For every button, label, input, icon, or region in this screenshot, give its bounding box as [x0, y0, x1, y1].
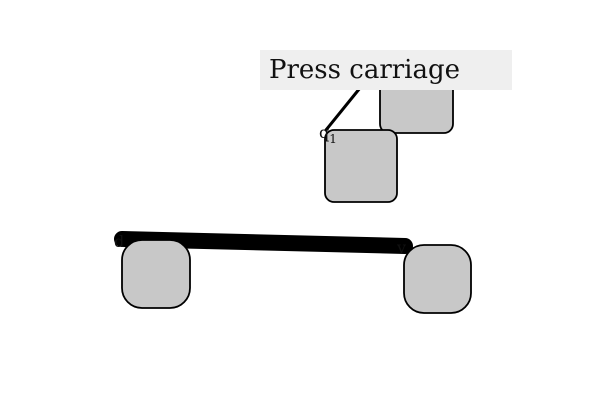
label-d: d — [114, 232, 124, 251]
edge-q1-to-caption — [324, 86, 362, 132]
caption-text: Press carriage — [269, 55, 461, 85]
node-v — [403, 244, 472, 314]
node-d — [121, 239, 191, 309]
label-v: v — [396, 238, 406, 257]
caption-box: Press carriage — [260, 50, 512, 90]
label-q1: q1 — [319, 123, 337, 146]
node-q1 — [324, 129, 398, 203]
